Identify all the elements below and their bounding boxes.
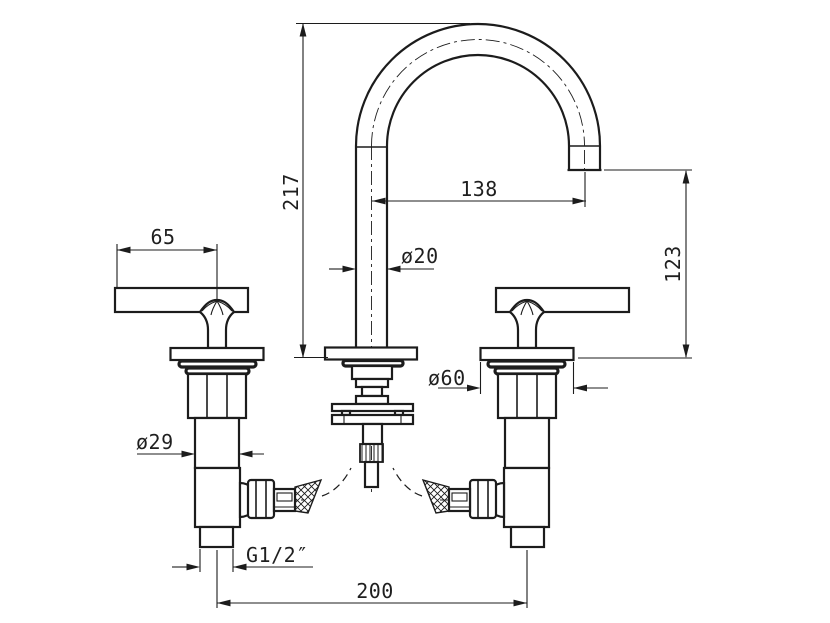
spout — [354, 22, 602, 348]
left-hose-continuation — [321, 467, 352, 497]
dim-20-arrow-right — [387, 265, 401, 273]
right-handle-hub — [508, 298, 546, 350]
right-gasket-upper — [486, 359, 567, 369]
dim-inlet-thread: G1/2″ — [172, 543, 313, 572]
dim-handle-width: 65 — [116, 225, 218, 300]
left-gasket-upper — [177, 359, 258, 369]
spout-outer-arc — [354, 22, 602, 147]
left-hose-nut — [246, 478, 276, 520]
spout-lock-nut-upper — [354, 377, 390, 389]
dim-label-spout-height: 217 — [279, 173, 303, 211]
dim-200-arrow-right — [513, 599, 527, 607]
left-hub-fluting — [201, 300, 233, 316]
dim-valve-centres: 200 — [216, 550, 528, 608]
dim-217-arrow-up — [299, 23, 307, 37]
right-valve-body-lower — [502, 466, 551, 529]
dim-123-arrow-up — [682, 170, 690, 184]
dim-spout-reach: 138 — [372, 172, 586, 207]
spout-column — [323, 346, 419, 489]
right-crimp-detail — [451, 492, 468, 502]
dim-138-arrow-right — [572, 197, 586, 205]
dim-label-body-diameter: ø29 — [136, 430, 174, 454]
dim-g12-arrow-left — [186, 563, 200, 571]
left-braided-hose — [294, 478, 323, 514]
dim-g12-arrow-right — [233, 563, 247, 571]
dim-label-escutcheon-diameter: ø60 — [428, 366, 466, 390]
dim-label-spout-reach: 138 — [460, 177, 498, 201]
spout-lock-nut-lower — [354, 394, 390, 406]
dim-label-handle-width: 65 — [150, 225, 175, 249]
dim-29-arrow-right — [239, 450, 253, 458]
dim-65-arrow-left — [117, 246, 131, 254]
right-braided-hose — [421, 478, 450, 514]
right-inlet-tailpiece — [509, 525, 546, 549]
left-valve-assembly — [113, 286, 265, 549]
dim-217-arrow-down — [299, 344, 307, 358]
spout-threaded-adapter — [359, 443, 384, 463]
spout-escutcheon-flange — [323, 346, 419, 361]
right-valve-assembly — [479, 286, 631, 549]
dim-label-outlet-clearance: 123 — [661, 245, 685, 283]
dim-65-arrow-right — [203, 246, 217, 254]
dim-138-arrow-left — [372, 197, 386, 205]
left-valve-body-upper — [193, 416, 241, 470]
right-hose-continuation — [392, 467, 423, 497]
spout-mounting-washer — [330, 402, 415, 413]
spout-body-block — [350, 364, 394, 381]
left-inlet-tailpiece — [198, 525, 235, 549]
dim-outlet-clearance: 123 — [578, 169, 692, 359]
right-hose-nut — [468, 478, 498, 520]
dim-spout-height: 217 — [279, 22, 470, 359]
dim-label-inlet-thread: G1/2″ — [246, 543, 309, 567]
left-escutcheon-flange — [169, 346, 265, 362]
dim-body-diameter: ø29 — [136, 430, 264, 458]
right-supply-hose — [392, 467, 506, 520]
dim-20-arrow-left — [342, 265, 356, 273]
left-handle-hub — [198, 298, 236, 350]
dim-123-arrow-down — [682, 344, 690, 358]
left-valve-body-lower — [193, 466, 242, 529]
left-crimp-detail — [276, 492, 293, 502]
right-hub-fluting — [511, 300, 543, 316]
left-supply-hose — [238, 467, 352, 520]
left-hex-base — [186, 372, 248, 420]
right-escutcheon-flange — [479, 346, 575, 362]
dim-escutcheon-diameter: ø60 — [428, 362, 608, 394]
dim-label-spout-diameter: ø20 — [401, 244, 439, 268]
spout-arc-centerline — [371, 39, 585, 147]
right-hex-base — [496, 372, 558, 420]
spout-threaded-stem — [360, 385, 384, 398]
spout-tailpiece — [363, 460, 380, 489]
dim-label-valve-centres: 200 — [356, 579, 394, 603]
spout-inner-arc — [385, 53, 571, 147]
dim-60-arrow-right — [573, 384, 587, 392]
dim-200-arrow-left — [217, 599, 231, 607]
right-valve-body-upper — [503, 416, 551, 470]
dim-60-arrow-left — [467, 384, 481, 392]
spout-shank — [361, 422, 384, 446]
dim-29-arrow-left — [181, 450, 195, 458]
dim-spout-diameter: ø20 — [329, 244, 439, 273]
